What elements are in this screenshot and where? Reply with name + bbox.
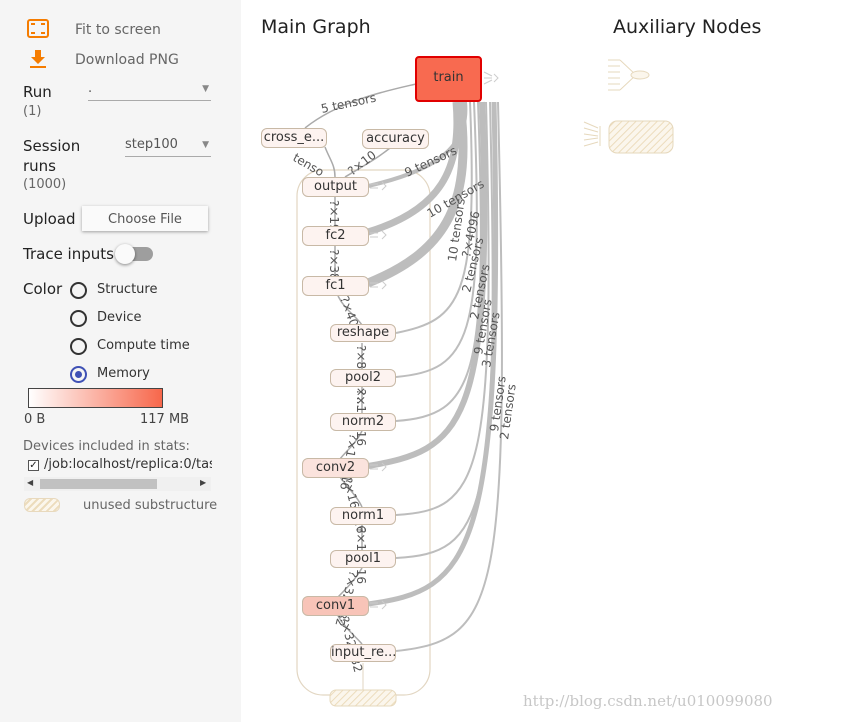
radio-structure[interactable] — [70, 282, 87, 299]
radio-memory-label[interactable]: Memory — [97, 366, 150, 381]
caret-down-icon: ▼ — [202, 140, 209, 150]
choose-file-button[interactable]: Choose File — [82, 206, 208, 231]
radio-compute-time-label[interactable]: Compute time — [97, 338, 190, 353]
session-runs-select[interactable]: step100 ▼ — [125, 137, 211, 157]
node-input-reshape[interactable]: input_re... — [330, 644, 396, 662]
unused-substructure-label: unused substructure — [83, 498, 218, 513]
node-conv2[interactable]: conv2 — [302, 458, 369, 478]
download-icon[interactable] — [26, 48, 50, 72]
fit-to-screen-label[interactable]: Fit to screen — [75, 22, 161, 38]
unused-substructure-node — [329, 689, 397, 707]
node-cross-entropy[interactable]: cross_e... — [261, 128, 327, 148]
main-graph-title: Main Graph — [261, 16, 371, 38]
node-accuracy[interactable]: accuracy — [362, 129, 429, 149]
device-name: /job:localhost/replica:0/tas — [44, 457, 212, 472]
download-png-label[interactable]: Download PNG — [75, 52, 179, 68]
run-count: (1) — [23, 104, 42, 119]
edge-label: ?×10 — [345, 148, 379, 179]
edge-label: ?×38 — [327, 249, 341, 281]
node-norm2[interactable]: norm2 — [330, 413, 396, 431]
run-select-value: . — [88, 81, 93, 96]
auxiliary-nodes-title: Auxiliary Nodes — [613, 16, 762, 38]
memory-color-scale — [28, 388, 163, 408]
scroll-left-icon[interactable]: ◀ — [27, 478, 34, 487]
session-runs-label-2: runs — [23, 157, 56, 175]
watermark: http://blog.csdn.net/u010099080 — [523, 692, 773, 710]
sidebar: Fit to screen Download PNG Run (1) . ▼ S… — [0, 0, 241, 722]
radio-memory[interactable] — [70, 366, 87, 383]
session-runs-select-value: step100 — [125, 137, 178, 152]
upload-label: Upload — [23, 210, 76, 228]
control-dependency-stubs — [370, 71, 499, 610]
node-fc2[interactable]: fc2 — [302, 226, 369, 246]
scale-max-label: 117 MB — [140, 412, 190, 427]
run-label: Run — [23, 83, 52, 101]
node-reshape[interactable]: reshape — [330, 324, 396, 342]
session-runs-label: Session — [23, 137, 81, 155]
auxiliary-nodes — [583, 59, 674, 154]
radio-device[interactable] — [70, 310, 87, 327]
unused-substructure-swatch — [24, 498, 60, 512]
radio-structure-label[interactable]: Structure — [97, 282, 158, 297]
edge-label: 5 tensors — [320, 91, 378, 116]
trace-inputs-toggle[interactable] — [115, 244, 135, 264]
radio-compute-time[interactable] — [70, 338, 87, 355]
scroll-right-icon[interactable]: ▶ — [200, 478, 207, 487]
train-edges — [366, 101, 503, 652]
node-train[interactable]: train — [415, 56, 482, 102]
edge-label: ?×19 — [327, 200, 341, 232]
node-conv1[interactable]: conv1 — [302, 596, 369, 616]
caret-down-icon: ▼ — [202, 84, 209, 94]
fit-to-screen-icon[interactable] — [26, 17, 50, 41]
node-norm1[interactable]: norm1 — [330, 507, 396, 525]
radio-device-label[interactable]: Device — [97, 310, 142, 325]
node-pool2[interactable]: pool2 — [330, 369, 396, 387]
run-select[interactable]: . ▼ — [88, 81, 211, 101]
node-output[interactable]: output — [302, 177, 369, 197]
trace-inputs-label: Trace inputs — [23, 245, 114, 263]
scale-min-label: 0 B — [24, 412, 46, 427]
color-label: Color — [23, 280, 63, 298]
main-chain-edges — [304, 83, 417, 645]
node-fc1[interactable]: fc1 — [302, 276, 369, 296]
device-checkbox[interactable]: ✓ — [28, 460, 39, 471]
devices-label: Devices included in stats: — [23, 439, 190, 454]
node-pool1[interactable]: pool1 — [330, 550, 396, 568]
session-runs-count: (1000) — [23, 177, 67, 192]
devices-scrollbar-thumb[interactable] — [40, 479, 157, 489]
